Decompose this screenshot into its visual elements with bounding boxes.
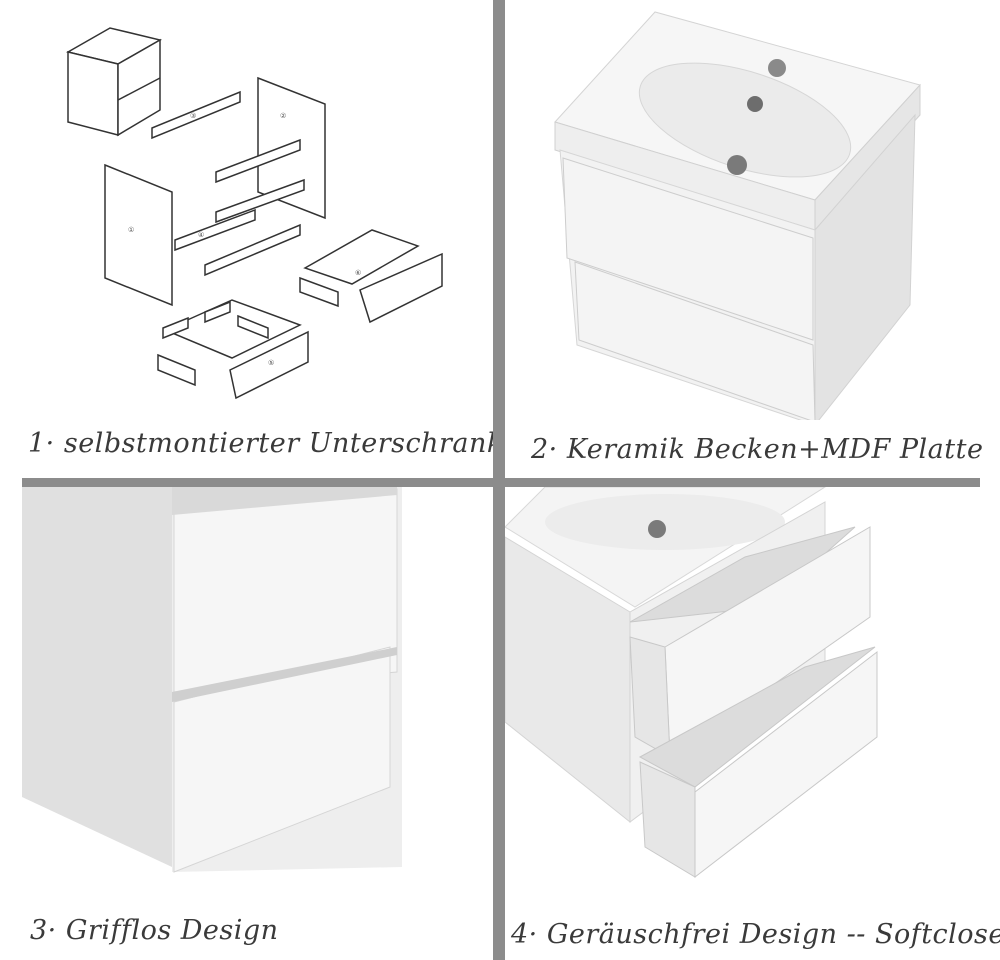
assembly-diagram: ① ② ③ ④ ⑥ ⑤ xyxy=(65,27,443,400)
softclose-drawers-illustration xyxy=(505,487,878,879)
caption-2: 2· Keramik Becken+MDF Platte xyxy=(531,434,984,465)
faucet-hole xyxy=(768,59,786,77)
caption-1: 1· selbstmontierter Unterschrank xyxy=(28,428,493,459)
sink-vanity-illustration xyxy=(554,11,921,420)
svg-text:③: ③ xyxy=(190,112,196,120)
svg-text:⑤: ⑤ xyxy=(268,359,274,367)
handleless-drawers-illustration xyxy=(22,487,402,873)
drain-hole xyxy=(747,96,763,112)
panel-softclose: 4· Geräuschfrei Design -- Softclose xyxy=(505,487,1000,960)
panel-handleless: 3· Grifflos Design xyxy=(22,487,493,960)
caption-3: 3· Grifflos Design xyxy=(30,915,279,946)
panel-sink-vanity: 2· Keramik Becken+MDF Platte xyxy=(505,0,1000,478)
panel-assembly: ① ② ③ ④ ⑥ ⑤ 1· selbstmontierter Unterschran… xyxy=(0,0,493,478)
caption-4: 4· Geräuschfrei Design -- Softclose xyxy=(511,919,1000,950)
horizontal-divider xyxy=(22,478,980,487)
svg-text:①: ① xyxy=(128,226,134,234)
svg-text:④: ④ xyxy=(198,231,204,239)
svg-text:②: ② xyxy=(280,112,286,120)
svg-text:⑥: ⑥ xyxy=(355,269,361,277)
